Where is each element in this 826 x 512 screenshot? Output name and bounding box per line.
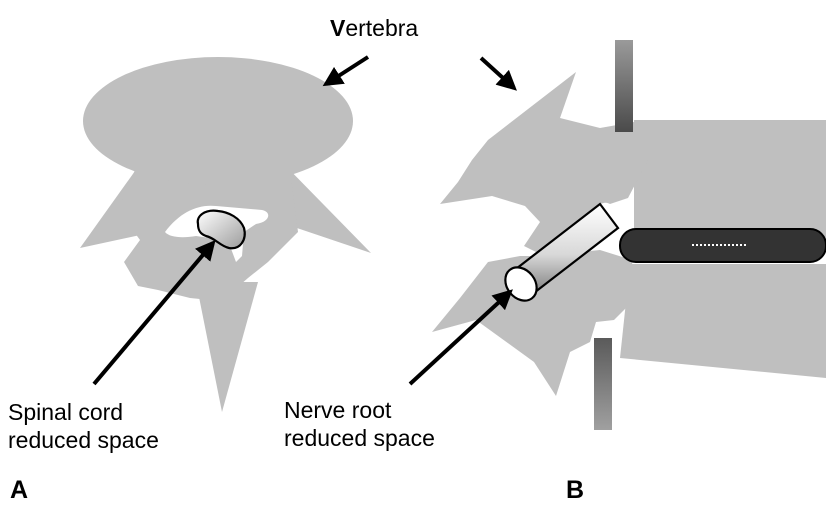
- panel-label-a: A: [10, 476, 28, 505]
- nerve-root-label-line1: Nerve root: [284, 396, 435, 424]
- vertebra-axial-view: [80, 57, 371, 412]
- vertebra-lateral-view: [432, 40, 826, 430]
- vertebra-label: Vertebra: [330, 14, 418, 42]
- vertebra-label-initial: V: [330, 15, 345, 41]
- vertebral-body: [83, 57, 353, 185]
- lower-spinal-bar: [594, 338, 612, 430]
- spinal-cord-label: Spinal cord reduced space: [8, 398, 159, 454]
- panel-label-b: B: [566, 476, 584, 505]
- vertebra-label-rest: ertebra: [345, 15, 418, 41]
- nerve-root-label: Nerve root reduced space: [284, 396, 435, 452]
- intervertebral-disc: [620, 229, 826, 262]
- upper-vertebral-body: [634, 120, 826, 246]
- lower-vertebral-body: [620, 264, 826, 378]
- spinal-cord-label-line1: Spinal cord: [8, 398, 159, 426]
- spinous-process: [196, 282, 258, 412]
- spinal-cord-label-line2: reduced space: [8, 426, 159, 454]
- nerve-root-label-line2: reduced space: [284, 424, 435, 452]
- vertebra-arrow-right: [481, 58, 514, 88]
- upper-spinal-bar: [615, 40, 633, 132]
- vertebra-arrow-left: [326, 57, 368, 84]
